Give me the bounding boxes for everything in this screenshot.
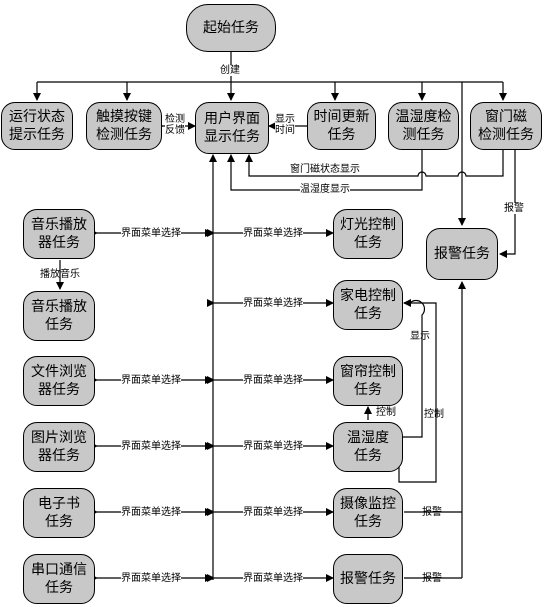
menu-select-label-r1: 界面菜单选择 xyxy=(243,228,303,239)
display-label: 显示 xyxy=(410,331,430,342)
play-music-label: 播放音乐 xyxy=(40,269,80,280)
light-control-task-node: 灯光控制 任务 xyxy=(333,209,403,259)
image-browser-task-node: 图片浏览 器任务 xyxy=(23,422,95,472)
menu-select-label-r5: 界面菜单选择 xyxy=(243,507,303,518)
camera-monitor-task-node: 摄像监控 任务 xyxy=(333,488,403,538)
detect-feedback-label: 检测 反馈 xyxy=(165,114,185,136)
menu-select-label-r6: 界面菜单选择 xyxy=(243,573,303,584)
ui-display-task-node: 用户界面 显示任务 xyxy=(195,102,269,154)
window-status-display-label: 窗门磁状态显示 xyxy=(290,164,360,175)
ebook-task-node: 电子书 任务 xyxy=(23,488,95,538)
menu-select-label-l1: 界面菜单选择 xyxy=(121,228,181,239)
music-player-task-node: 音乐播放 器任务 xyxy=(23,209,95,259)
temp-humid-display-label: 温湿度显示 xyxy=(300,184,350,195)
menu-select-label-l2: 界面菜单选择 xyxy=(121,375,181,386)
temp-humid-task-node: 温湿度 任务 xyxy=(333,422,403,472)
alarm-label-bottom: 报警 xyxy=(422,573,442,584)
run-status-task-node: 运行状态 提示任务 xyxy=(1,102,73,150)
menu-select-label-r2: 界面菜单选择 xyxy=(243,298,303,309)
start-task-node: 起始任务 xyxy=(186,4,276,52)
temp-humid-detect-task-node: 温湿度检 测任务 xyxy=(388,102,459,150)
serial-comm-task-node: 串口通信 任务 xyxy=(23,554,95,604)
control-label-right: 控制 xyxy=(424,409,444,420)
alarm-label-top: 报警 xyxy=(504,203,524,214)
alarm-label-camera: 报警 xyxy=(422,507,442,518)
show-time-label: 显示 时间 xyxy=(275,114,295,136)
control-label-curtain: 控制 xyxy=(376,407,396,418)
appliance-control-task-node: 家电控制 任务 xyxy=(333,280,403,330)
alarm-task-node-mid: 报警任务 xyxy=(426,228,498,280)
file-browser-task-node: 文件浏览 器任务 xyxy=(23,356,95,406)
menu-select-label-r4: 界面菜单选择 xyxy=(243,441,303,452)
menu-select-label-l3: 界面菜单选择 xyxy=(121,441,181,452)
music-play-task-node: 音乐播放 任务 xyxy=(23,291,95,341)
time-update-task-node: 时间更新 任务 xyxy=(307,102,376,150)
window-door-detect-task-node: 窗门磁 检测任务 xyxy=(470,102,542,150)
create-label: 创建 xyxy=(220,65,240,76)
touch-key-task-node: 触摸按键 检测任务 xyxy=(86,102,162,150)
menu-select-label-l4: 界面菜单选择 xyxy=(121,507,181,518)
menu-select-label-r3: 界面菜单选择 xyxy=(243,375,303,386)
menu-select-label-l5: 界面菜单选择 xyxy=(121,573,181,584)
curtain-control-task-node: 窗帘控制 任务 xyxy=(333,356,403,406)
alarm-task-node-bottom: 报警任务 xyxy=(333,554,403,604)
